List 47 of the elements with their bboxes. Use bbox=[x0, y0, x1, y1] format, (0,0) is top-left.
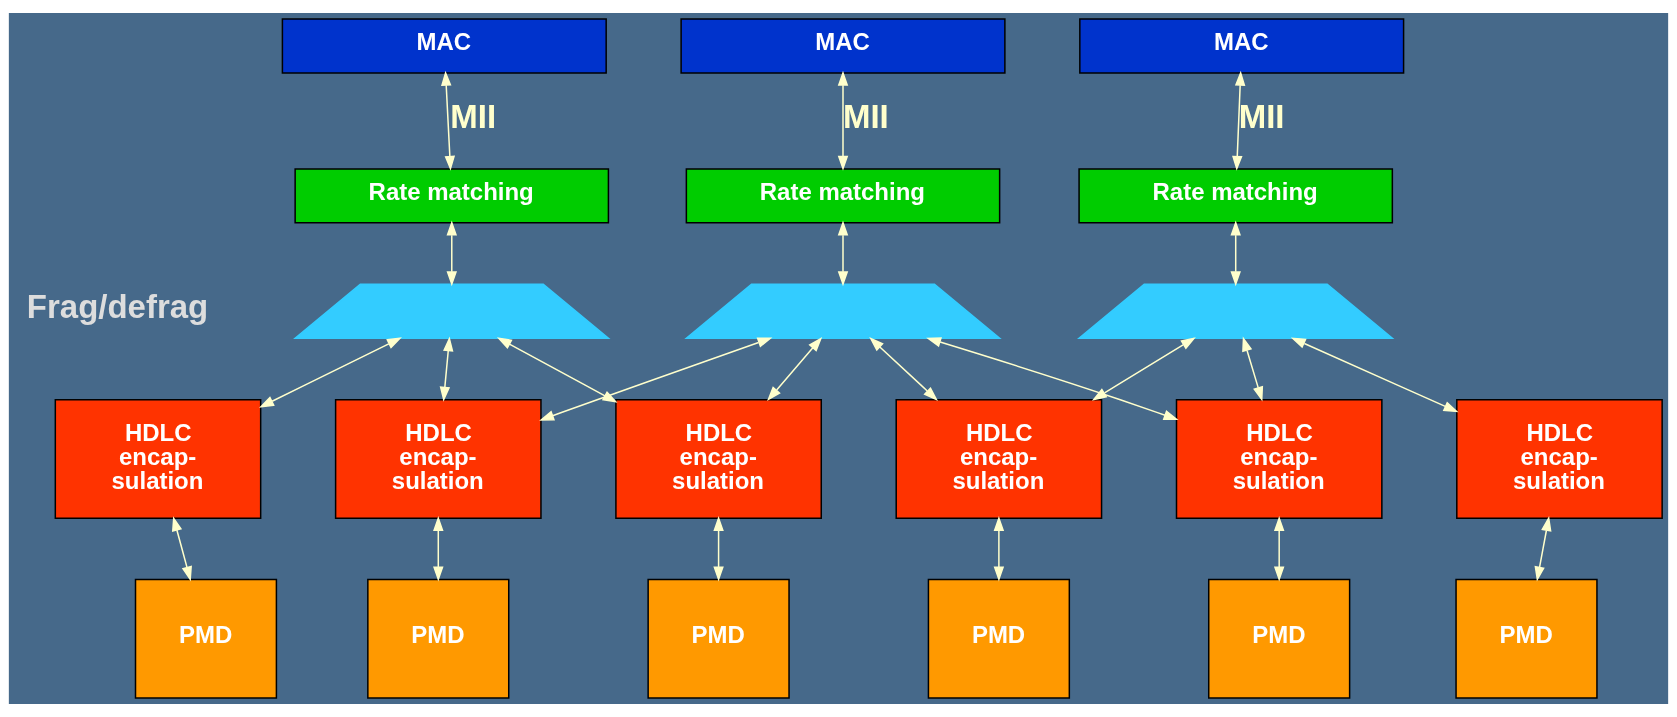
node-box: Rate matching bbox=[685, 168, 1001, 224]
arrow bbox=[767, 336, 823, 402]
arrow bbox=[869, 337, 938, 401]
arrow bbox=[433, 516, 444, 582]
node-box: HDLC encap- sulation bbox=[1175, 398, 1383, 519]
node-box: HDLC encap- sulation bbox=[895, 398, 1103, 519]
node-box: MAC bbox=[680, 18, 1006, 74]
arrow bbox=[837, 70, 849, 171]
node-box: PMD bbox=[134, 578, 278, 699]
node-box: PMD bbox=[1455, 578, 1598, 699]
node-box: MAC bbox=[1079, 18, 1405, 74]
node-box: PMD bbox=[927, 578, 1071, 699]
arrow bbox=[993, 516, 1005, 582]
arrow bbox=[446, 220, 458, 287]
arrow bbox=[1273, 516, 1285, 582]
arrow bbox=[1290, 337, 1459, 413]
node-box: Rate matching bbox=[1078, 168, 1394, 224]
node-trapezoid bbox=[684, 283, 1002, 339]
edge-label: MII bbox=[843, 97, 889, 135]
node-trapezoid bbox=[293, 283, 611, 339]
arrow bbox=[171, 516, 192, 582]
node-box: HDLC encap- sulation bbox=[615, 398, 822, 519]
arrow bbox=[539, 337, 773, 421]
arrow bbox=[259, 337, 402, 408]
label: Frag/defrag bbox=[26, 288, 209, 326]
arrow bbox=[1534, 516, 1552, 582]
edge-label: MII bbox=[450, 97, 497, 135]
node-box: HDLC encap- sulation bbox=[54, 398, 262, 519]
node-box: PMD bbox=[367, 578, 510, 699]
arrow bbox=[1091, 337, 1196, 401]
node-box: HDLC encap- sulation bbox=[1456, 398, 1663, 519]
arrow bbox=[1242, 336, 1264, 402]
edge-label: MII bbox=[1238, 97, 1285, 135]
node-box: PMD bbox=[1208, 578, 1351, 699]
arrow bbox=[837, 220, 849, 287]
arrow bbox=[1230, 220, 1241, 287]
arrow bbox=[1232, 70, 1246, 171]
node-box: Rate matching bbox=[294, 168, 610, 224]
arrow bbox=[926, 337, 1179, 421]
arrow bbox=[441, 70, 456, 171]
node-box: HDLC encap- sulation bbox=[334, 398, 542, 519]
arrow bbox=[496, 337, 618, 403]
node-box: MAC bbox=[281, 18, 607, 74]
arrow bbox=[439, 336, 454, 402]
node-box: PMD bbox=[647, 578, 790, 699]
node-trapezoid bbox=[1077, 283, 1395, 339]
arrow bbox=[713, 516, 724, 582]
